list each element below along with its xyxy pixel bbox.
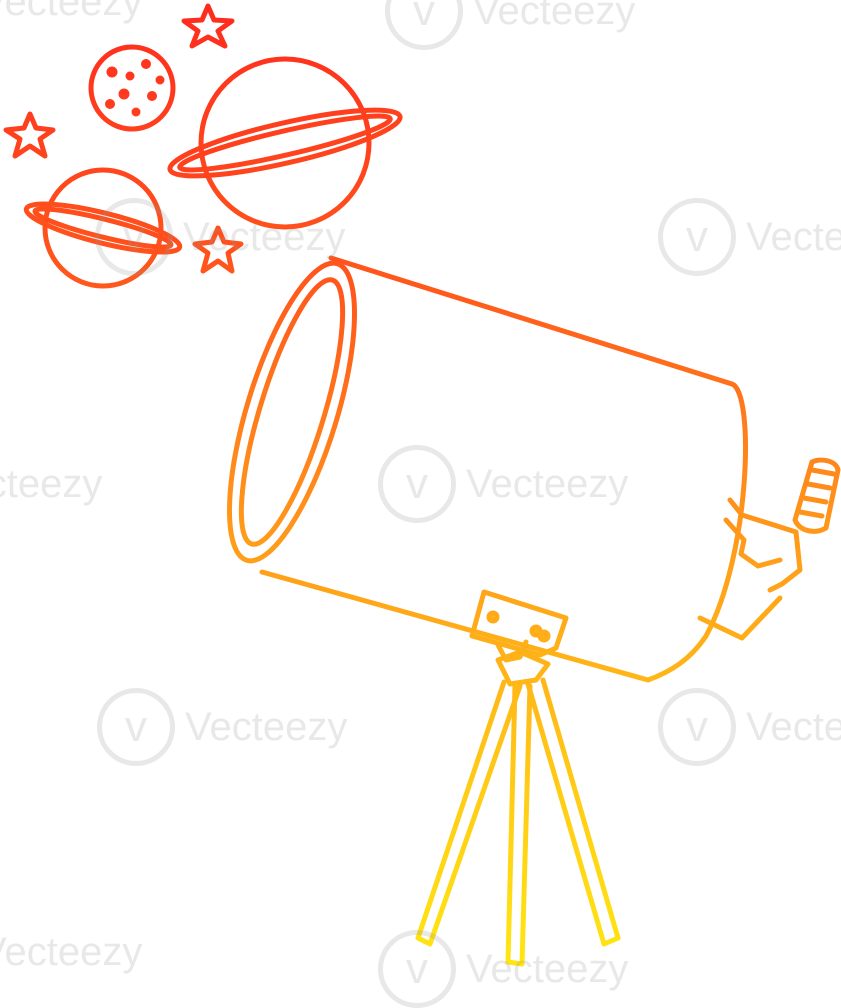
ringed-planet-small-icon — [23, 167, 183, 289]
ringed-planet-large-icon — [167, 56, 403, 230]
mount-bracket — [469, 589, 569, 663]
star-icon — [181, 3, 235, 49]
telescope-illustration — [3, 3, 841, 967]
moon-icon — [88, 44, 176, 132]
eyepiece — [697, 457, 841, 641]
star-icon — [3, 111, 56, 159]
telescope-tube — [227, 255, 748, 683]
tripod — [415, 649, 621, 967]
star-icon — [192, 225, 244, 274]
